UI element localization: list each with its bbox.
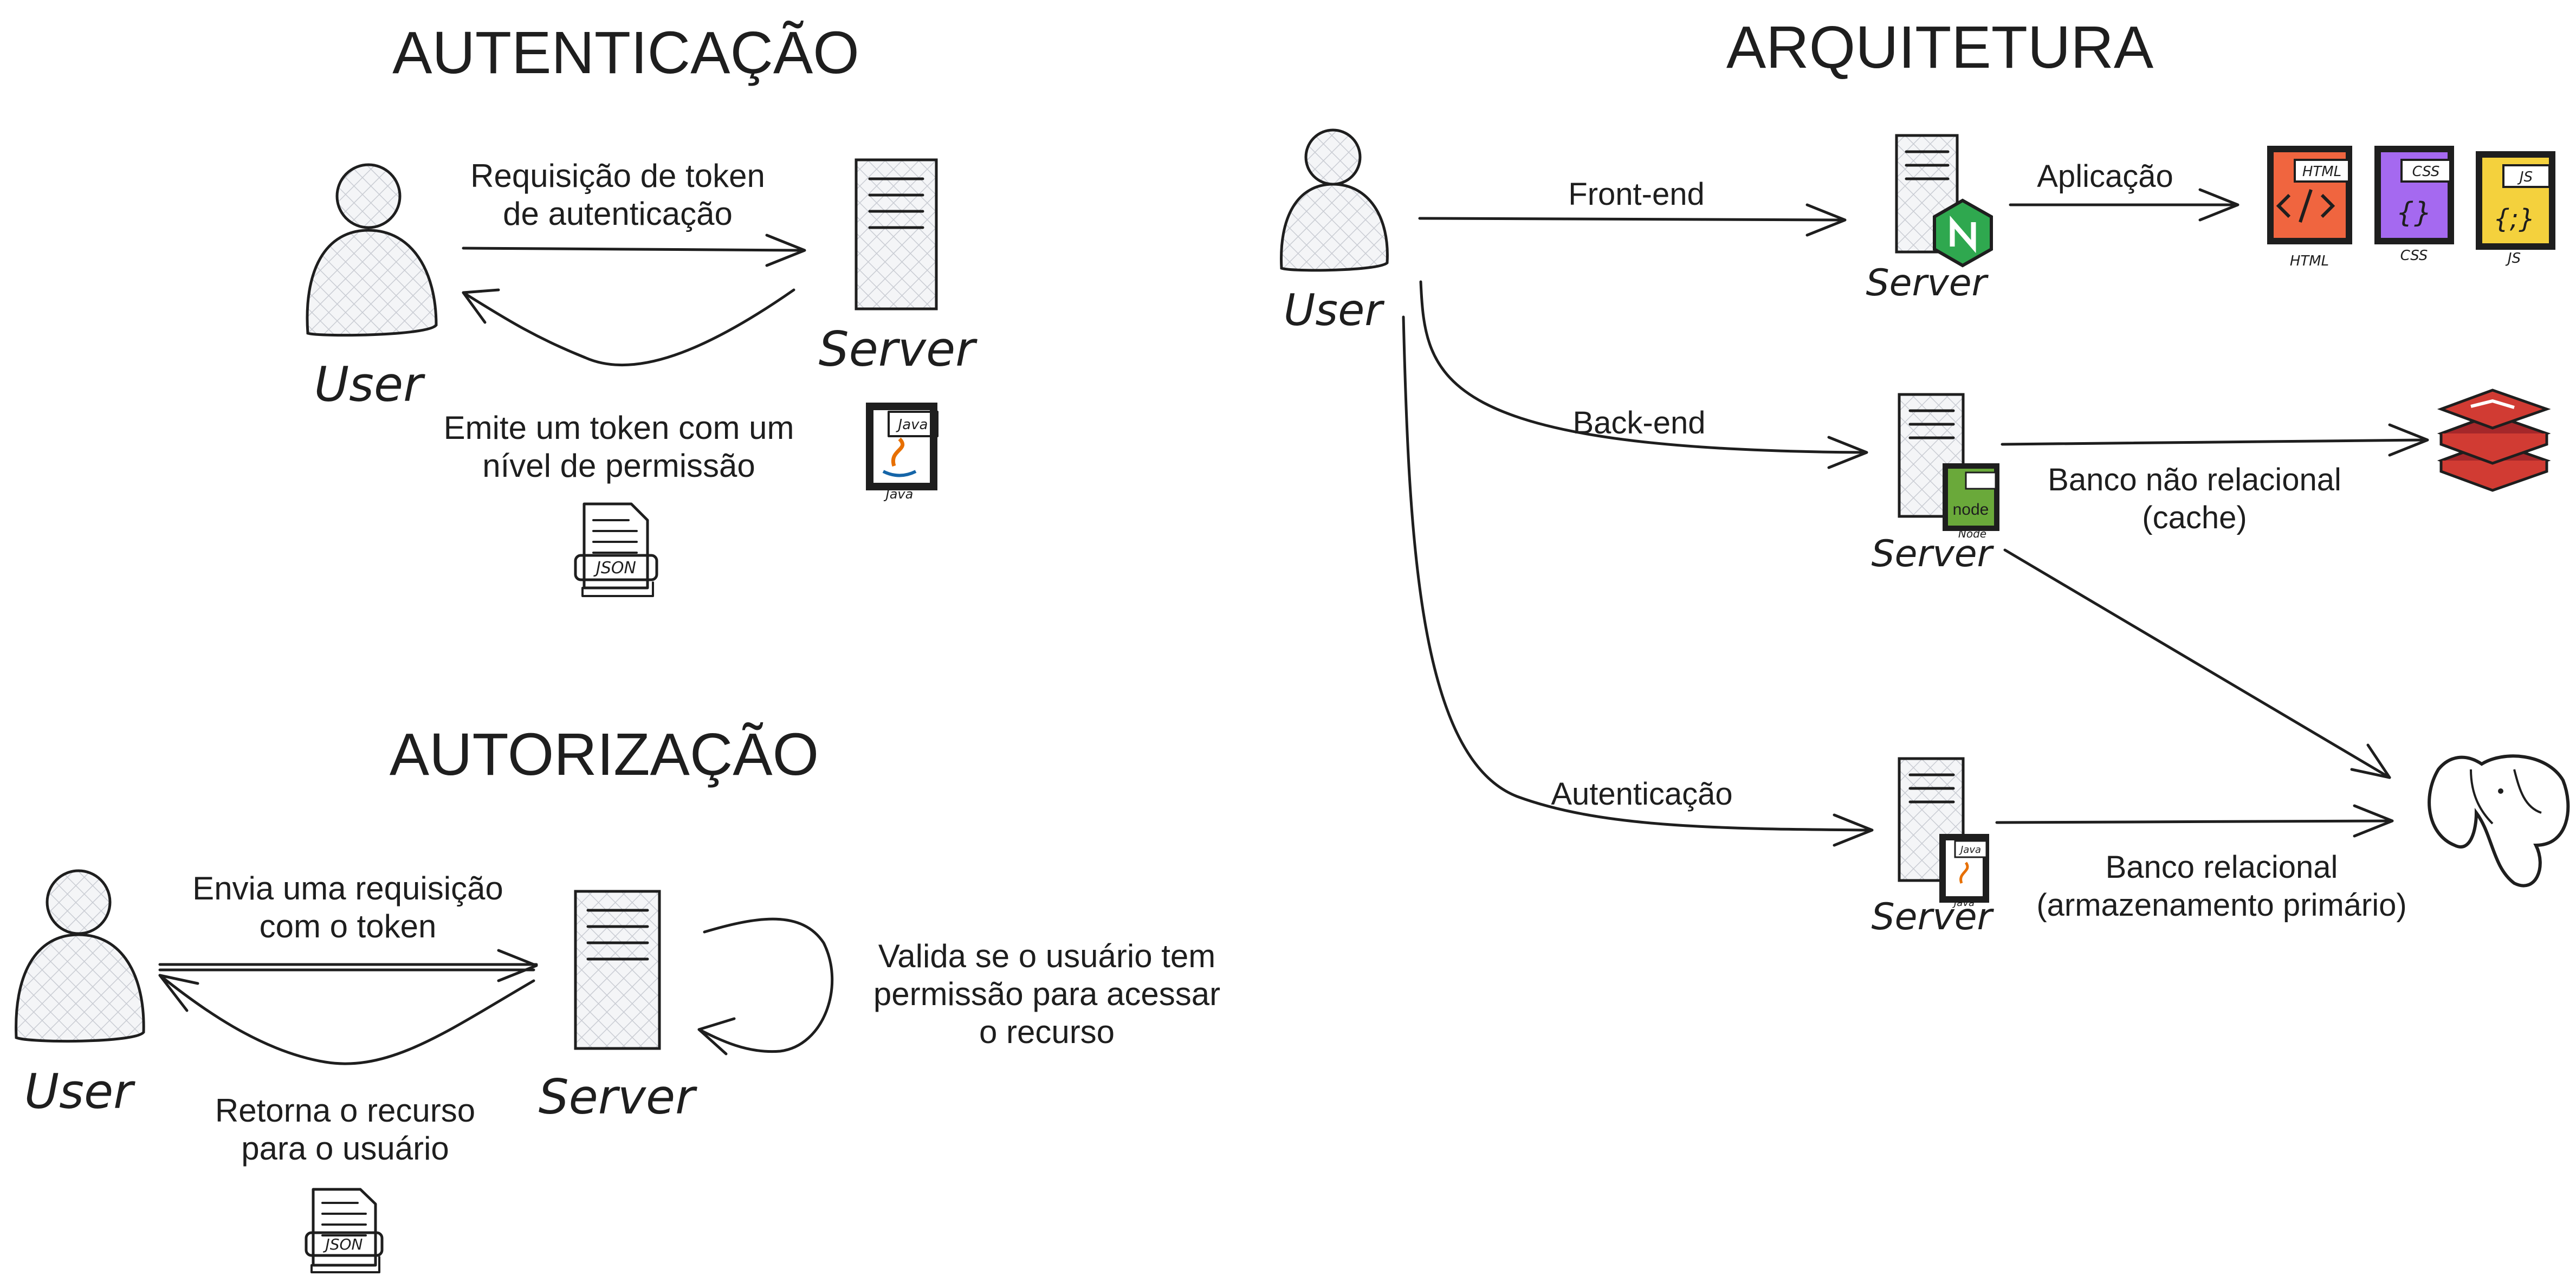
server-auth-java-icon: Java Java [1939,834,1989,909]
svg-text:CSS: CSS [2412,164,2440,180]
svg-text:JSON: JSON [322,1235,363,1253]
backend-arrow [1419,280,1866,454]
backend-to-db-arrow [2003,548,2391,779]
auth-request-label-2: de autenticação [503,196,733,232]
authz-server-icon [574,890,661,1050]
svg-text:Java: Java [1952,897,1975,909]
svg-text:Java: Java [1959,844,1981,856]
auth-response-arrow [462,288,795,367]
rel-label-1: Banco relacional [2106,850,2338,885]
backend-label: Back-end [1572,405,1705,441]
authz-server-label: Server [539,1069,697,1125]
frontend-arrow [1418,217,1844,222]
svg-text:JS: JS [2505,250,2521,267]
auth-user-icon [306,163,438,337]
authz-validate-label-1: Valida se o usuário tem [878,938,1216,974]
server-auth-label: Server [1872,896,1995,938]
authz-validate-loop-arrow [697,917,834,1053]
arch-user-icon [1280,128,1389,272]
svg-text:{;}: {;} [2493,204,2535,234]
rel-label-2: (armazenamento primário) [2036,888,2406,923]
svg-text:Java: Java [896,417,928,433]
arquitetura-title: ARQUITETURA [1726,14,2154,81]
html-icon: HTML HTML [2267,146,2352,269]
nonrel-label-1: Banco não relacional [2048,462,2341,497]
json-document-icon: JSON [574,502,658,597]
nonrel-label-2: (cache) [2142,500,2247,535]
app-label: Aplicação [2037,159,2173,194]
svg-text:Node: Node [1958,527,1986,540]
svg-text:JS: JS [2517,169,2533,185]
svg-text:{}: {} [2396,197,2432,229]
server-front-label: Server [1866,262,1989,305]
redis-icon [2437,389,2551,492]
autorizacao-title: AUTORIZAÇÃO [390,721,819,788]
authz-request-label-1: Envia uma requisição [192,870,503,907]
json-label: JSON [593,559,636,578]
auth-server-label: Server [819,321,978,377]
svg-text:HTML: HTML [2302,164,2341,180]
svg-text:CSS: CSS [2400,248,2428,264]
node-icon: node Node [1943,463,1999,540]
auth-response-label-2: nível de permissão [482,448,755,484]
authz-response-label-2: para o usuário [241,1130,449,1167]
authz-validate-label-2: permissão para acessar [873,976,1220,1012]
authz-json-document-icon: JSON [305,1188,384,1273]
authz-user-label: User [24,1064,135,1119]
authz-validate-label-3: o recurso [979,1014,1115,1050]
autorizacao-section: AUTORIZAÇÃO User Server Envia uma requis… [15,721,1220,1273]
auth-to-db-arrow [1995,819,2391,824]
arch-auth-label: Autenticação [1551,776,1732,812]
arch-auth-arrow [1402,315,1871,832]
arquitetura-section: ARQUITETURA User Front-end Server Aplica… [1280,14,2570,938]
frontend-label: Front-end [1568,177,1704,212]
autenticacao-title: AUTENTICAÇÃO [392,20,859,86]
authz-request-label-2: com o token [260,908,437,944]
cache-arrow [2001,438,2426,446]
authz-response-label-1: Retorna o recurso [215,1092,475,1129]
auth-server-icon [855,158,938,310]
authz-user-icon [15,869,145,1043]
auth-request-label-1: Requisição de token [470,158,765,194]
nginx-icon [1933,198,1993,268]
java-icon: Java Java [866,403,939,502]
css-icon: CSS {} CSS [2374,146,2454,264]
svg-text:Java: Java [884,487,914,502]
arch-user-label: User [1284,285,1385,335]
svg-text:node: node [1953,501,1989,519]
authz-response-arrow [158,974,535,1065]
auth-request-arrow [462,247,804,252]
server-back-label: Server [1872,533,1995,575]
postgresql-icon [2428,754,2570,888]
auth-response-label-1: Emite um token com um [444,410,794,446]
auth-user-label: User [314,357,425,412]
authz-request-arrow [158,963,538,972]
svg-text:HTML: HTML [2290,253,2329,269]
autenticacao-section: AUTENTICAÇÃO User Server Requisição de t… [306,20,978,597]
js-icon: JS {;} JS [2476,151,2555,267]
